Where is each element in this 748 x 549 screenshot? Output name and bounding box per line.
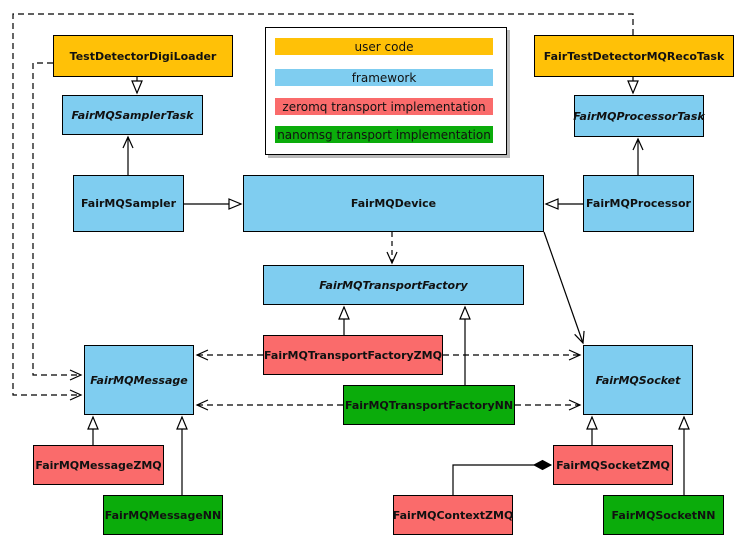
- node-fairmqprocessortask: FairMQProcessorTask: [573, 95, 705, 137]
- node-fairmqsocketzmq: FairMQSocketZMQ: [553, 445, 673, 485]
- node-fairmqmessagenn: FairMQMessageNN: [103, 495, 223, 535]
- edge-recotask-message: [12, 13, 634, 401]
- node-fairmqcontextzmq: FairMQContextZMQ: [393, 495, 513, 535]
- legend-box: user code framework zeromq transport imp…: [265, 27, 507, 155]
- legend-item-zeromq: zeromq transport implementation: [275, 98, 493, 115]
- node-fairmqmessagezmq: FairMQMessageZMQ: [33, 445, 164, 485]
- node-fairmqsocket: FairMQSocket: [583, 345, 693, 415]
- node-fairmqsocketnn: FairMQSocketNN: [603, 495, 724, 535]
- node-fairmqdevice: FairMQDevice: [243, 175, 544, 232]
- legend-item-framework: framework: [275, 69, 493, 86]
- node-fairtestdetectormqrecotask: FairTestDetectorMQRecoTask: [534, 35, 734, 77]
- node-fairmqtransportfactory: FairMQTransportFactory: [263, 265, 524, 305]
- edge-contextzmq-socketzmq: [452, 465, 551, 495]
- node-fairmqtransportfactoryzmq: FairMQTransportFactoryZMQ: [263, 335, 443, 375]
- edge-device-socket: [543, 231, 585, 345]
- node-fairmqtransportfactorynn: FairMQTransportFactoryNN: [343, 385, 515, 425]
- edge-digiloader-message: [32, 62, 83, 381]
- node-fairmqsampler: FairMQSampler: [73, 175, 184, 232]
- node-testdetectordigiloader: TestDetectorDigiLoader: [53, 35, 233, 77]
- node-fairmqmessage: FairMQMessage: [84, 345, 194, 415]
- legend-item-nanomsg: nanomsg transport implementation: [275, 126, 493, 143]
- node-fairmqprocessor: FairMQProcessor: [583, 175, 694, 232]
- legend-item-user-code: user code: [275, 38, 493, 55]
- node-fairmqsamplertask: FairMQSamplerTask: [62, 95, 203, 135]
